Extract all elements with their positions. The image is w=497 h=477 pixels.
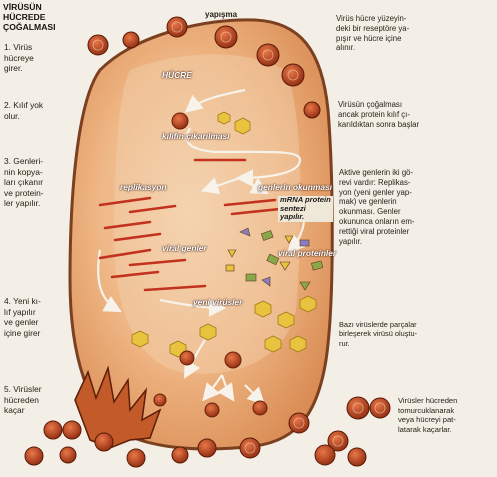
note-line: okunması. Genler (339, 207, 414, 217)
note-line: rur. (339, 339, 417, 348)
step-3-line: nin kopya- (4, 167, 44, 178)
note-release: Virüsler hücreden tomurcuklanarak veya h… (398, 396, 457, 434)
step-1-line: 1. Virüs (4, 42, 34, 53)
label-replication: replikasyon (120, 182, 167, 192)
note-line: pışır ve hücre içine (336, 34, 409, 44)
note-line: revi vardır: Replikas- (339, 178, 414, 188)
note-assembly: Bazı virüslerde parçalar birleşerek virü… (339, 320, 417, 348)
title-line-3: ÇOĞALMASI (3, 22, 56, 32)
note-uncoating: Virüsün çoğalması ancak protein kılıf çı… (338, 100, 419, 129)
step-4: 4. Yeni kı- lıf yapılır ve genler içine … (4, 296, 41, 338)
note-line: Virüsün çoğalması (338, 100, 419, 110)
step-5-line: 5. Virüsler (4, 384, 42, 395)
label-new-viruses: yeni virüsler (193, 297, 242, 307)
step-4-line: 4. Yeni kı- (4, 296, 41, 307)
step-2: 2. Kılıf yok olur. (4, 100, 43, 121)
label-attachment: yapışma (205, 10, 237, 20)
note-line: deki bir reseptöre ya- (336, 24, 409, 34)
note-line: ancak protein kılıf çı- (338, 110, 419, 120)
title-line-2: HÜCREDE (3, 12, 56, 22)
note-line: rettiği viral proteinler (339, 227, 414, 237)
title-line-1: VİRÜSÜN (3, 2, 56, 12)
note-attachment: Virüs hücre yüzeyin- deki bir reseptöre … (336, 14, 409, 53)
note-line: yon (yeni genler yap- (339, 188, 414, 198)
note-line: Aktive genlerin iki gö- (339, 168, 414, 178)
label-viral-genes: viral genler (162, 243, 207, 253)
step-5: 5. Virüsler hücreden kaçar (4, 384, 42, 416)
note-line: Virüsler hücreden (398, 396, 457, 406)
note-line: Bazı virüslerde parçalar (339, 320, 417, 329)
step-3-line: ve protein- (4, 188, 44, 199)
diagram-title: VİRÜSÜN HÜCREDE ÇOĞALMASI (3, 2, 56, 32)
note-line: birleşerek virüsü oluştu- (339, 329, 417, 338)
note-line: yapılır. (339, 237, 414, 247)
step-5-line: hücreden (4, 395, 42, 406)
step-4-line: içine girer (4, 328, 41, 339)
label-cell: HÜCRE (162, 70, 192, 80)
step-2-line: 2. Kılıf yok (4, 100, 43, 111)
note-line: latarak kaçarlar. (398, 425, 457, 435)
step-3-line: 3. Genleri- (4, 156, 44, 167)
step-2-line: olur. (4, 111, 43, 122)
step-1-line: hücreye (4, 53, 34, 64)
note-line: alınır. (336, 43, 409, 53)
step-5-line: kaçar (4, 405, 42, 416)
step-3-line: ları çıkanır (4, 177, 44, 188)
label-uncoating: kılıfın çıkarılması (162, 131, 230, 141)
label-viral-proteins: viral proteinler (278, 248, 336, 258)
step-1-line: girer. (4, 63, 34, 74)
note-line: karıldıktan sonra başlar (338, 120, 419, 130)
note-gene-activity: Aktive genlerin iki gö- revi vardır: Rep… (339, 168, 414, 246)
note-line: tomurcuklanarak (398, 406, 457, 416)
note-line: okununca onların em- (339, 217, 414, 227)
note-line: Virüs hücre yüzeyin- (336, 14, 409, 24)
label-mrna-synthesis: mRNA protein sentezi yapılır. (278, 196, 333, 222)
step-1: 1. Virüs hücreye girer. (4, 42, 34, 74)
step-3: 3. Genleri- nin kopya- ları çıkanır ve p… (4, 156, 44, 209)
step-3-line: ler yapılır. (4, 198, 44, 209)
note-line: veya hücreyi pat- (398, 415, 457, 425)
note-line: mak) ve genlerin (339, 197, 414, 207)
step-4-line: ve genler (4, 317, 41, 328)
step-4-line: lıf yapılır (4, 307, 41, 318)
label-gene-reading: genlerin okunması (258, 182, 332, 192)
label-mrna-line: yapılır. (280, 213, 331, 222)
